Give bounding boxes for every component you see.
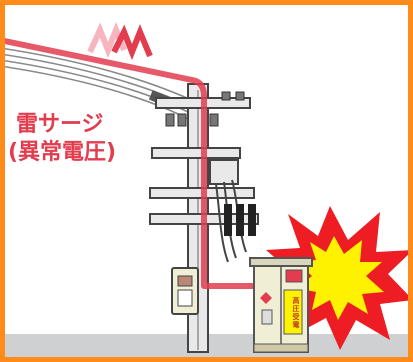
surge-path bbox=[0, 37, 318, 289]
surge-label-line1: 雷サージ bbox=[16, 112, 104, 137]
meter-box bbox=[171, 267, 199, 315]
cabinet-tag: 高圧受電 bbox=[292, 297, 300, 329]
hv-cabinet bbox=[249, 257, 313, 353]
surge-wave bbox=[111, 24, 153, 61]
insulators bbox=[165, 91, 245, 127]
fuse-cutouts bbox=[224, 204, 256, 236]
transformer-bracket bbox=[209, 159, 239, 185]
surge-label-line2: (異常電圧) bbox=[8, 140, 117, 165]
explosion-burst-inner bbox=[296, 236, 384, 320]
